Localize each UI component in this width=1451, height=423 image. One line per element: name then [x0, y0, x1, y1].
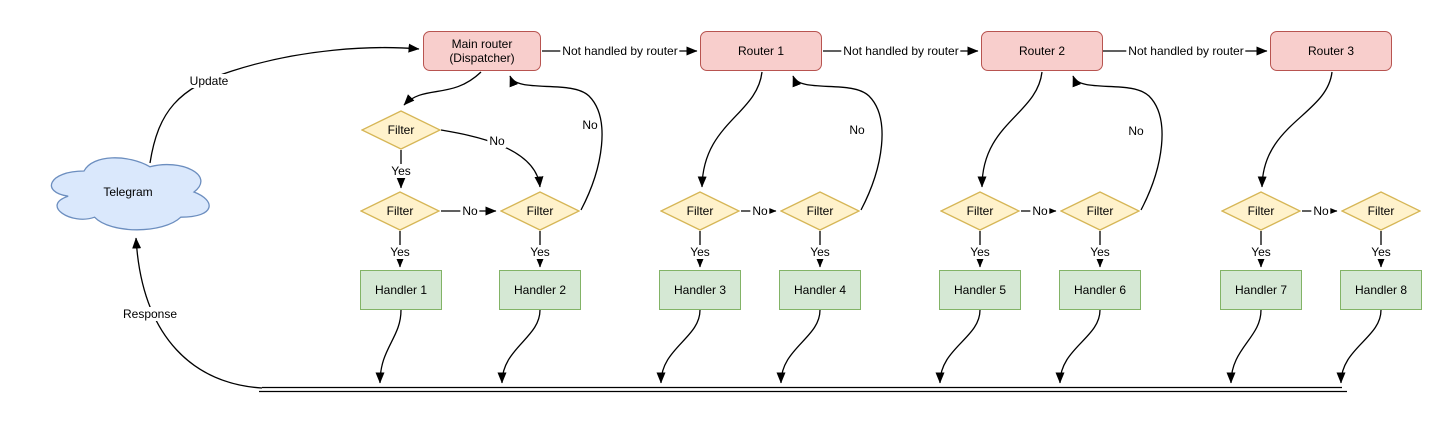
- filter-label: Filter: [387, 123, 415, 137]
- handler6-label: Handler 6: [1073, 283, 1127, 297]
- yes-label-4: Yes: [808, 245, 832, 259]
- cloud-icon: [50, 157, 210, 231]
- no-label-dpair: No: [460, 204, 480, 218]
- edge-response: [132, 237, 263, 389]
- diamond-shape: [780, 191, 860, 231]
- handler5-label: Handler 5: [953, 283, 1007, 297]
- diamond-shape: [361, 110, 441, 150]
- edge-handler4-bus: [776, 309, 821, 384]
- router3-filter-left: Filter: [1221, 191, 1301, 231]
- filter-label: Filter: [386, 204, 414, 218]
- main-router-label-line2: (Dispatcher): [449, 51, 515, 65]
- edge-router2-no-return: [1072, 75, 1163, 211]
- telegram-cloud: Telegram: [39, 149, 217, 235]
- edge-router1-to-filter: [697, 71, 763, 188]
- handler3-node: Handler 3: [659, 270, 741, 310]
- yes-label-5: Yes: [968, 245, 992, 259]
- handler2-label: Handler 2: [513, 283, 567, 297]
- main-router-node: Main router (Dispatcher): [423, 31, 541, 71]
- yes-label-8: Yes: [1369, 245, 1393, 259]
- filter-label: Filter: [526, 204, 554, 218]
- edge-dispatcher-no-return: [509, 75, 603, 211]
- yes-label-3: Yes: [688, 245, 712, 259]
- update-label: Update: [187, 74, 231, 88]
- no-label-r2pair: No: [1030, 204, 1050, 218]
- handler4-node: Handler 4: [779, 270, 861, 310]
- filter-label: Filter: [966, 204, 994, 218]
- edge-handler3-bus: [656, 309, 701, 384]
- no-label-r3pair: No: [1311, 204, 1331, 218]
- router1-filter-right: Filter: [780, 191, 860, 231]
- handler3-label: Handler 3: [673, 283, 727, 297]
- router2-node: Router 2: [981, 31, 1103, 71]
- edge-router2-to-filter: [977, 71, 1043, 188]
- handler7-node: Handler 7: [1220, 270, 1302, 310]
- diamond-shape: [360, 191, 440, 231]
- not-handled-label-1: Not handled by router: [560, 44, 680, 58]
- diamond-shape: [1060, 191, 1140, 231]
- handler4-label: Handler 4: [793, 283, 847, 297]
- handler1-node: Handler 1: [360, 270, 442, 310]
- diamond-shape: [500, 191, 580, 231]
- edge-update: [149, 43, 420, 164]
- edge-router1-no-return: [792, 75, 883, 211]
- filter-label: Filter: [686, 204, 714, 218]
- router3-filter-right: Filter: [1341, 191, 1421, 231]
- telegram-label: Telegram: [103, 185, 153, 199]
- no-label-dispatcher-return: No: [580, 118, 600, 132]
- no-label-topfilter: No: [487, 134, 507, 148]
- no-label-router2-return: No: [1126, 124, 1146, 138]
- yes-label-2: Yes: [528, 245, 552, 259]
- handler5-node: Handler 5: [939, 270, 1021, 310]
- dispatcher-filter-right: Filter: [500, 191, 580, 231]
- handler7-label: Handler 7: [1234, 283, 1288, 297]
- response-label: Response: [120, 307, 180, 321]
- edge-dispatcher-to-filter: [403, 71, 482, 106]
- yes-label-6: Yes: [1088, 245, 1112, 259]
- filter-label: Filter: [806, 204, 834, 218]
- yes-label-1: Yes: [388, 245, 412, 259]
- filter-label: Filter: [1086, 204, 1114, 218]
- router2-filter-left: Filter: [940, 191, 1020, 231]
- router1-label: Router 1: [737, 44, 785, 58]
- router1-node: Router 1: [700, 31, 822, 71]
- edge-handler7-bus: [1226, 309, 1262, 384]
- main-router-label-line1: Main router: [451, 37, 513, 51]
- edge-handler8-bus: [1336, 309, 1382, 384]
- handler1-label: Handler 1: [374, 283, 428, 297]
- router2-label: Router 2: [1018, 44, 1066, 58]
- router1-filter-left: Filter: [660, 191, 740, 231]
- edge-router3-to-filter: [1257, 71, 1333, 188]
- handler8-label: Handler 8: [1354, 283, 1408, 297]
- handler8-node: Handler 8: [1340, 270, 1422, 310]
- yes-label-7: Yes: [1249, 245, 1273, 259]
- diamond-shape: [660, 191, 740, 231]
- edge-handler5-bus: [935, 309, 981, 384]
- router3-node: Router 3: [1270, 31, 1392, 71]
- diamond-shape: [1341, 191, 1421, 231]
- yes-label-top: Yes: [389, 164, 413, 178]
- handler6-node: Handler 6: [1059, 270, 1141, 310]
- no-label-r1pair: No: [750, 204, 770, 218]
- router2-filter-right: Filter: [1060, 191, 1140, 231]
- edge-handler2-bus: [497, 309, 541, 384]
- filter-label: Filter: [1367, 204, 1395, 218]
- filter-label: Filter: [1247, 204, 1275, 218]
- edge-handler1-bus: [375, 309, 402, 384]
- dispatcher-top-filter: Filter: [361, 110, 441, 150]
- edge-handler6-bus: [1055, 309, 1101, 384]
- dispatcher-filter-left: Filter: [360, 191, 440, 231]
- no-label-router1-return: No: [847, 123, 867, 137]
- handler2-node: Handler 2: [499, 270, 581, 310]
- diamond-shape: [1221, 191, 1301, 231]
- router3-label: Router 3: [1307, 44, 1355, 58]
- not-handled-label-2: Not handled by router: [841, 44, 961, 58]
- not-handled-label-3: Not handled by router: [1126, 44, 1246, 58]
- diamond-shape: [940, 191, 1020, 231]
